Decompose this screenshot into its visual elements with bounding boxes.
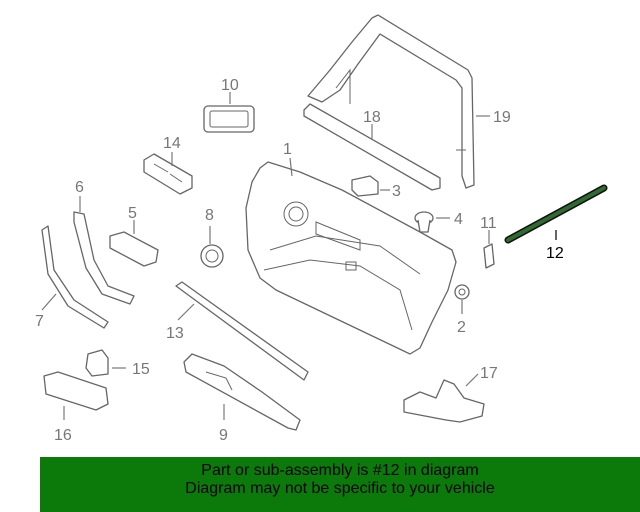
label-10: 10 xyxy=(221,77,239,94)
leader-1 xyxy=(289,157,293,177)
label-13: 13 xyxy=(166,325,184,342)
label-11: 11 xyxy=(480,215,497,232)
leader-17 xyxy=(465,373,479,387)
label-2: 2 xyxy=(457,319,466,336)
label-16: 16 xyxy=(54,427,72,444)
label-9: 9 xyxy=(219,427,228,444)
part-15-switch[interactable] xyxy=(85,349,109,377)
parts-diagram: 19 18 10 14 1 3 4 11 xyxy=(35,14,608,444)
part-18-belt-strip[interactable] xyxy=(303,103,441,191)
label-19: 19 xyxy=(493,109,511,126)
part-13-lower-strip[interactable] xyxy=(175,281,309,381)
banner-line-1: Part or sub-assembly is #12 in diagram xyxy=(201,462,479,479)
part-10-switch-bezel[interactable] xyxy=(203,105,255,133)
label-15: 15 xyxy=(132,361,150,378)
label-6: 6 xyxy=(75,179,84,196)
part-2-grommet[interactable] xyxy=(454,284,470,300)
label-14: 14 xyxy=(163,135,181,152)
part-11-clip[interactable] xyxy=(483,243,495,269)
label-4: 4 xyxy=(454,211,463,228)
label-17: 17 xyxy=(480,365,498,382)
label-3: 3 xyxy=(392,183,401,200)
part-17-bracket[interactable] xyxy=(403,379,485,423)
label-18: 18 xyxy=(363,109,381,126)
part-3-handle-bracket[interactable] xyxy=(351,175,379,197)
part-6-trim-strip[interactable] xyxy=(73,211,135,305)
part-1-door-trim-panel[interactable] xyxy=(245,161,457,355)
label-8: 8 xyxy=(205,207,214,224)
part-info-banner: Part or sub-assembly is #12 in diagram D… xyxy=(40,457,640,512)
part-7-trim-strip[interactable] xyxy=(41,225,109,329)
part-16-window-switch[interactable] xyxy=(43,371,109,411)
label-5: 5 xyxy=(128,205,137,222)
part-12-weatherstrip[interactable] xyxy=(504,184,608,244)
leader-13 xyxy=(177,303,195,321)
part-14-switch[interactable] xyxy=(143,153,193,195)
part-4-clip[interactable] xyxy=(414,211,434,233)
leader-7 xyxy=(41,293,57,311)
part-8-speaker-grille[interactable] xyxy=(200,244,224,268)
part-9-armrest[interactable] xyxy=(183,353,301,431)
part-5-pull-handle[interactable] xyxy=(109,231,159,267)
label-7: 7 xyxy=(35,313,44,330)
banner-line-2: Diagram may not be specific to your vehi… xyxy=(185,480,495,497)
part-19-window-frame[interactable] xyxy=(307,14,475,189)
label-12: 12 xyxy=(546,245,564,262)
label-1: 1 xyxy=(283,141,292,158)
